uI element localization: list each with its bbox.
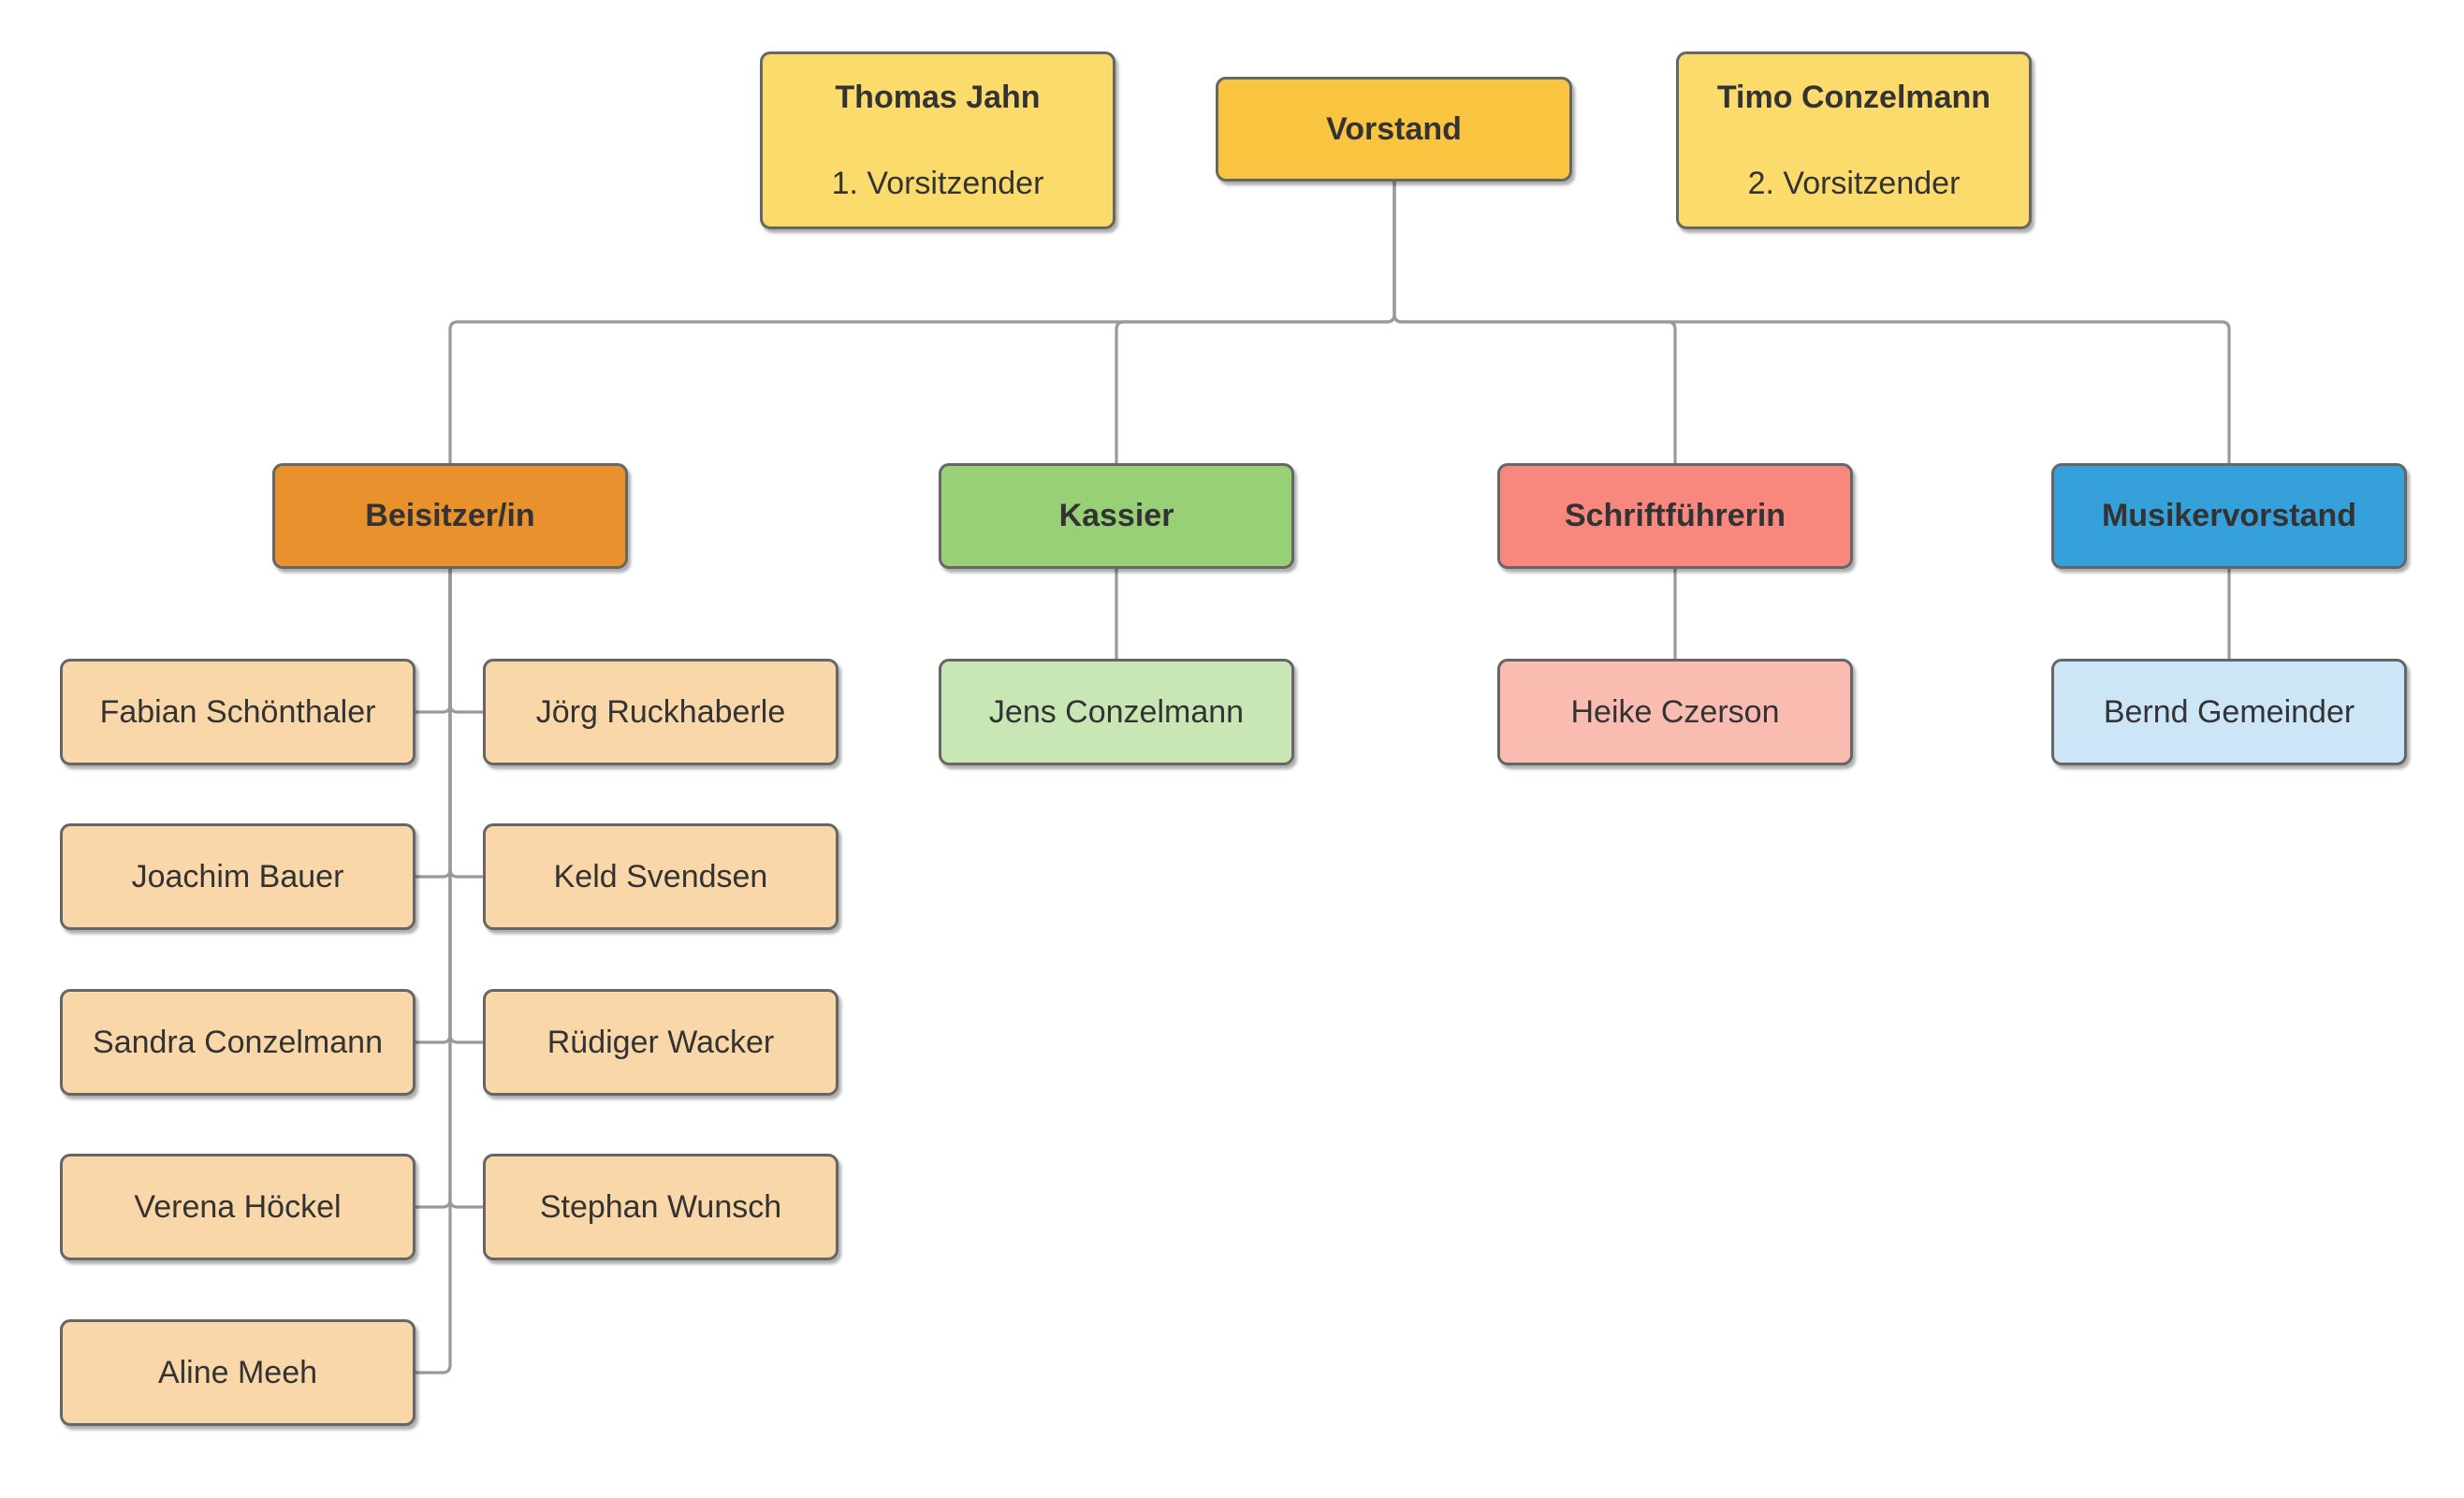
member-label: Bernd Gemeinder: [2103, 693, 2355, 730]
node-chairman-2: Timo Conzelmann 2. Vorsitzender: [1676, 51, 2032, 229]
node-schriftfuehrerin: Schriftführerin: [1497, 463, 1853, 569]
edge-beisitzer-m3: [416, 569, 452, 879]
edge-beisitzer-m7: [416, 569, 452, 1209]
edge-beisitzer-m6: [448, 569, 483, 1044]
node-member-sandra-conzelmann: Sandra Conzelmann: [60, 989, 416, 1096]
node-member-stephan-wunsch: Stephan Wunsch: [483, 1154, 838, 1260]
node-member-verena-hoeckel: Verena Höckel: [60, 1154, 416, 1260]
edge-vorstand-kassier: [1115, 182, 1396, 463]
node-vorstand: Vorstand: [1216, 77, 1572, 182]
edge-beisitzer-m8: [448, 569, 483, 1209]
member-label: Heike Czerson: [1570, 693, 1780, 730]
node-musikervorstand: Musikervorstand: [2051, 463, 2407, 569]
node-member-jens-conzelmann: Jens Conzelmann: [939, 659, 1294, 765]
vorstand-label: Vorstand: [1326, 110, 1462, 147]
member-label: Jens Conzelmann: [988, 693, 1245, 730]
edge-beisitzer-m2: [448, 569, 483, 714]
node-beisitzer: Beisitzer/in: [272, 463, 628, 569]
node-chairman-1: Thomas Jahn 1. Vorsitzender: [760, 51, 1115, 229]
beisitzer-label: Beisitzer/in: [365, 498, 535, 534]
member-label: Stephan Wunsch: [539, 1188, 782, 1225]
edge-beisitzer-m9: [416, 569, 452, 1374]
schriftfuehrerin-label: Schriftführerin: [1564, 498, 1786, 534]
kassier-label: Kassier: [1058, 498, 1174, 534]
chairman-2-name: Timo Conzelmann: [1716, 79, 1991, 115]
node-member-heike-czerson: Heike Czerson: [1497, 659, 1853, 765]
member-label: Jörg Ruckhaberle: [535, 693, 786, 730]
node-member-keld-svendsen: Keld Svendsen: [483, 823, 838, 930]
member-label: Sandra Conzelmann: [93, 1024, 383, 1060]
node-member-joerg-ruckhaberle: Jörg Ruckhaberle: [483, 659, 838, 765]
edge-beisitzer-m5: [416, 569, 452, 1044]
member-label: Joachim Bauer: [131, 858, 344, 894]
chairman-1-role: 1. Vorsitzender: [831, 166, 1044, 201]
edge-beisitzer-m1: [416, 569, 452, 714]
member-label: Keld Svendsen: [553, 858, 768, 894]
member-label: Rüdiger Wacker: [547, 1024, 775, 1060]
member-label: Fabian Schönthaler: [99, 693, 376, 730]
edge-vorstand-schriftfuehrerin: [1392, 182, 1677, 463]
node-member-ruediger-wacker: Rüdiger Wacker: [483, 989, 838, 1096]
node-member-joachim-bauer: Joachim Bauer: [60, 823, 416, 930]
member-label: Verena Höckel: [134, 1188, 342, 1225]
node-member-aline-meeh: Aline Meeh: [60, 1319, 416, 1426]
musikervorstand-label: Musikervorstand: [2101, 498, 2357, 534]
node-member-fabian-schoenthaler: Fabian Schönthaler: [60, 659, 416, 765]
member-label: Aline Meeh: [157, 1354, 318, 1390]
node-member-bernd-gemeinder: Bernd Gemeinder: [2051, 659, 2407, 765]
edge-beisitzer-m4: [448, 569, 483, 879]
node-kassier: Kassier: [939, 463, 1294, 569]
chairman-2-role: 2. Vorsitzender: [1747, 166, 1961, 201]
chairman-1-name: Thomas Jahn: [835, 79, 1041, 115]
